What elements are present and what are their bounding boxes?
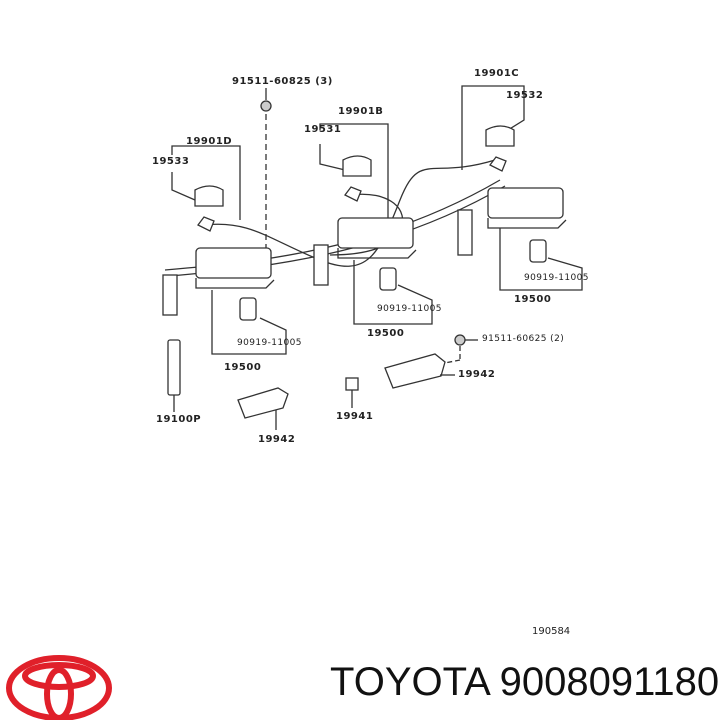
label-clamp-right: 19942: [458, 369, 496, 380]
label-set-19901c: 19901C: [474, 68, 520, 79]
label-bolt-bottom: 91511-60625 (2): [482, 334, 565, 344]
label-clamp-left: 19942: [258, 434, 296, 445]
label-coil-right: 19500: [514, 294, 552, 305]
label-spark-plug: 19100P: [156, 414, 202, 425]
label-sensor-left: 90919-11005: [237, 338, 302, 348]
label-connector-19941: 19941: [336, 411, 374, 422]
label-sensor-mid: 90919-11005: [377, 304, 442, 314]
label-cap-19531: 19531: [304, 124, 342, 135]
figure-code: 190584: [532, 626, 571, 637]
label-set-19901b: 19901B: [338, 106, 384, 117]
label-set-19901d: 19901D: [186, 136, 233, 147]
label-sensor-right: 90919-11005: [524, 273, 589, 283]
label-bolt-top: 91511-60825 (3): [232, 76, 333, 87]
label-coil-left: 19500: [224, 362, 262, 373]
part-caption: TOYOTA 9008091180: [330, 660, 720, 704]
toyota-logo-icon: [6, 655, 112, 720]
label-coil-mid: 19500: [367, 328, 405, 339]
label-cap-19533: 19533: [152, 156, 190, 167]
label-cap-19532: 19532: [506, 90, 544, 101]
